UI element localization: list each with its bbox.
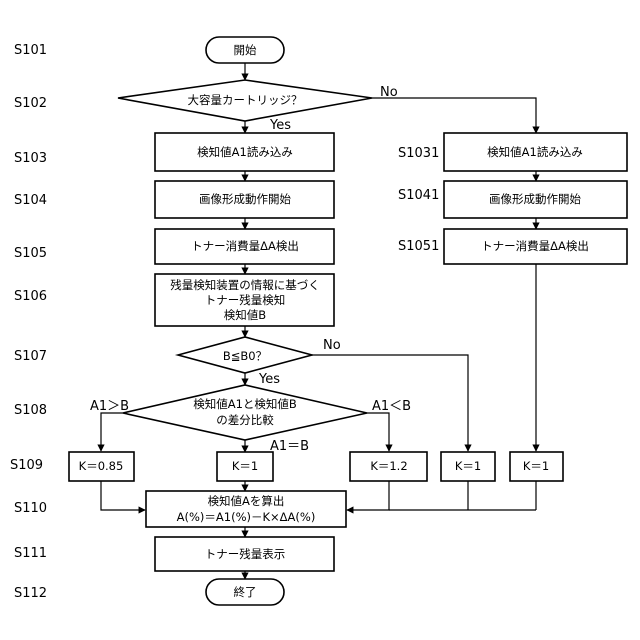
node-display-residual-label: トナー残量表示 (205, 547, 286, 561)
step-label-s108: S108 (14, 403, 47, 418)
node-k-1-a: K＝1 (217, 452, 273, 481)
node-start: 開始 (206, 37, 284, 63)
node-residual-b-line3: 検知値B (224, 308, 266, 322)
node-start-label: 開始 (234, 43, 257, 57)
node-k-1-c-label: K＝1 (523, 459, 549, 473)
node-q-large-cartridge: 大容量カートリッジ？ (118, 80, 372, 121)
step-label-s112: S112 (14, 586, 47, 601)
node-q-b-le-b0: B≦B0？ (178, 337, 312, 373)
edge-label-yes-102: Yes (269, 118, 291, 133)
node-k-085-label: K＝0.85 (79, 459, 124, 473)
edge-label-yes-107: Yes (258, 372, 280, 387)
node-k-12: K＝1.2 (350, 452, 427, 481)
step-label-s103: S103 (14, 151, 47, 166)
node-k-12-label: K＝1.2 (370, 459, 407, 473)
node-compare: 検知値A1と検知値B の差分比較 (123, 385, 367, 440)
step-label-s102: S102 (14, 96, 47, 111)
step-label-s107: S107 (14, 349, 47, 364)
step-label-s1031: S1031 (398, 146, 439, 161)
edge-k12-calc (347, 481, 389, 510)
node-right-read-a1: 検知値A1読み込み (444, 133, 627, 171)
edge-q108-gt (101, 413, 123, 451)
node-right-start-image-forming: 画像形成動作開始 (444, 181, 627, 218)
node-residual-b-line2: トナー残量検知 (205, 293, 286, 307)
edge-k085-calc (101, 481, 145, 510)
edge-label-a1-eq-b: A1＝B (270, 439, 309, 454)
edge-label-no-107: No (323, 338, 341, 353)
node-compare-line1: 検知値A1と検知値B (193, 397, 297, 411)
node-end-label: 終了 (234, 585, 257, 599)
node-k-1-a-label: K＝1 (232, 459, 258, 473)
node-calc: 検知値Aを算出 A(%)＝A1(%)－K×ΔA(%) (146, 491, 346, 527)
node-k-1-b: K＝1 (441, 452, 495, 481)
step-label-s111: S111 (14, 546, 47, 561)
step-label-s104: S104 (14, 193, 47, 208)
node-read-a1: 検知値A1読み込み (155, 133, 334, 171)
step-label-s101: S101 (14, 43, 47, 58)
edge-label-a1-gt-b: A1＞B (90, 399, 129, 414)
node-k-085: K＝0.85 (69, 452, 134, 481)
node-calc-line1: 検知値Aを算出 (208, 494, 285, 508)
node-q-b-le-b0-label: B≦B0？ (223, 349, 267, 363)
step-label-s106: S106 (14, 289, 47, 304)
node-k-1-c: K＝1 (510, 452, 563, 481)
node-k-1-b-label: K＝1 (455, 459, 481, 473)
node-detect-toner-consumption: トナー消費量ΔA検出 (155, 229, 334, 264)
node-start-image-forming-label: 画像形成動作開始 (199, 192, 291, 206)
node-right-start-image-forming-label: 画像形成動作開始 (489, 192, 581, 206)
node-read-a1-label: 検知値A1読み込み (197, 145, 293, 159)
step-label-s1051: S1051 (398, 239, 439, 254)
edge-q102-no (372, 98, 536, 133)
node-start-image-forming: 画像形成動作開始 (155, 181, 334, 218)
node-right-detect-toner-consumption: トナー消費量ΔA検出 (444, 229, 627, 264)
node-residual-b: 残量検知装置の情報に基づく トナー残量検知 検知値B (155, 274, 334, 326)
node-display-residual: トナー残量表示 (155, 537, 334, 571)
node-detect-toner-consumption-label: トナー消費量ΔA検出 (191, 239, 299, 253)
edge-label-no-102: No (380, 85, 398, 100)
node-right-detect-toner-consumption-label: トナー消費量ΔA検出 (481, 239, 589, 253)
node-right-read-a1-label: 検知値A1読み込み (487, 145, 583, 159)
step-label-s1041: S1041 (398, 188, 439, 203)
step-label-s110: S110 (14, 501, 47, 516)
edge-label-a1-lt-b: A1＜B (372, 399, 411, 414)
step-label-s109: S109 (10, 458, 43, 473)
node-q-large-cartridge-label: 大容量カートリッジ？ (188, 93, 303, 107)
step-label-s105: S105 (14, 246, 47, 261)
node-end: 終了 (206, 579, 284, 605)
node-compare-line2: の差分比較 (216, 413, 274, 427)
edge-q108-lt (367, 413, 389, 451)
node-calc-line2: A(%)＝A1(%)－K×ΔA(%) (177, 510, 316, 524)
node-residual-b-line1: 残量検知装置の情報に基づく (170, 278, 320, 292)
